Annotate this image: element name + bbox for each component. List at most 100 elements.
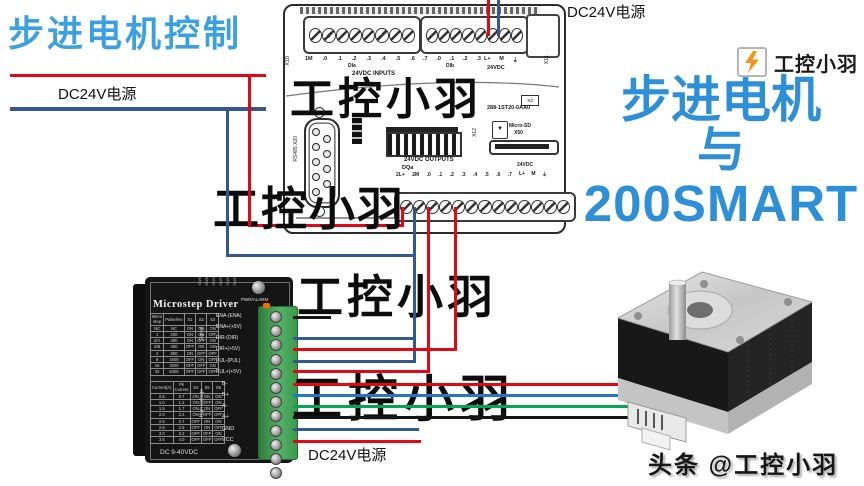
terminal-screw [270,424,282,437]
list-item: L+ [519,171,525,177]
wire-2M-common-drop [413,207,416,363]
headline-line1: 步进电机 [621,72,821,128]
driver-alarm-led [263,303,270,308]
page-title: 步进电机控制 [8,13,243,54]
driver-pwr-alarm-label: PWR/ALARM [241,297,269,302]
plc-rs485-label: RS485 X20 [293,136,299,162]
list-item: .1 [438,172,443,178]
microsd-card-icon: ▼ [492,121,508,139]
list-item: .3 [366,56,372,62]
plc-top-vent [300,7,540,14]
list-item: ⏚ [512,58,518,64]
list-item: .0 [426,172,431,178]
wire-dir-minus [293,337,416,340]
wire-2Lplus-riser [401,207,404,226]
terminal-screw [348,27,362,43]
wire-motor-a-minus [293,405,644,408]
list-item: .0 [436,56,441,62]
terminal-screw [543,200,557,214]
terminal-screw [388,27,402,43]
terminal-screw [465,200,479,214]
terminal-screw [462,27,475,43]
list-item: .2 [351,56,357,62]
list-item: .6 [410,56,415,62]
terminal-screw [401,27,415,43]
microsd-slot-opening [495,144,549,149]
terminal-screw [362,27,376,43]
plc-di-terminal-strip-b [420,16,529,54]
wire-24v-plus-drop [248,74,251,227]
list-item: SW1 [232,277,237,286]
wire-24v-minus-bus [10,107,266,111]
terminal-screw [530,200,544,214]
wire-24v-minus-drop [226,107,229,257]
terminal-screw [438,27,451,43]
plc-expansion-comb [386,132,462,157]
terminal-screw [335,27,349,43]
wire-driver-gnd [293,428,419,431]
terminal-screw [270,353,282,366]
terminal-screw [478,200,492,214]
plc-x10-label: X10 [285,56,291,66]
list-item: 2M [412,172,420,178]
list-item: L+ [484,56,491,62]
wire-q00-pulse-drop [427,207,430,373]
list-item: PUL-(PUL) [216,357,241,364]
headline-block: 步进电机 与 200SMART [578,74,864,231]
list-item: B- [222,381,228,387]
list-item: A- [222,403,228,410]
terminal-screw [309,27,323,43]
terminal-screw [270,325,282,338]
brand-logo-text: 工控小羽 [774,53,858,76]
plc-output-terminal-labels: 2L+2M.0.1.2.3.4.5.6.7 [396,172,512,178]
list-item: .2 [463,56,468,62]
list-item: .5 [484,172,489,178]
plc-output-power-voltage: 24VDC [517,162,534,168]
wire-motor-b-plus [293,394,646,397]
terminal-screw [510,27,523,43]
terminal-screw [375,27,389,43]
wire-driver-vcc [293,440,421,443]
list-item: 1M [305,56,313,62]
wire-24v-plus-to-2L [248,224,404,227]
list-item: .0 [322,56,328,62]
terminal-screw [517,200,531,214]
terminal-screw [498,27,511,43]
plc-model-box: X3 [521,95,539,106]
wire-pul-minus [293,360,416,363]
list-item: .5 [395,56,401,62]
plc-input-power-labels: L+ M ⏚ [484,56,518,64]
plc-di-a-group: DIa [348,63,356,69]
plc-input-power-voltage: 24VDC [487,65,505,71]
lightning-bolt-icon [737,47,767,77]
psu-label-bottom: DC24V电源 [308,447,387,464]
stepper-motor [616,271,814,451]
terminal-screw [426,27,439,43]
wire-cpu-M-feed [497,0,500,36]
terminal-screw [450,27,463,43]
plc-di-a-labels: 1M.0.1.2.3.4.5.6 [305,56,415,62]
list-item: M [499,56,504,62]
list-item: SW4 [211,277,216,286]
list-item: .7 [507,172,512,178]
terminal-screw [270,396,282,409]
wire-ena-minus [293,316,331,319]
list-item: .2 [449,172,454,178]
microsd-label: Micro-SD [509,123,531,129]
wire-q02-direction-drop [454,207,457,351]
terminal-screw [322,27,336,43]
wire-dir-plus [293,348,457,351]
list-item: VCC [222,436,234,443]
terminal-screw [474,27,487,43]
driver-screw-top [252,281,265,294]
plc-output-terminal-strip [394,192,576,222]
psu-label-left: DC24V电源 [58,86,137,103]
list-item: SW3 [218,277,223,286]
list-item: M [531,171,536,177]
driver-hv-group-label: High Voltage [199,389,205,418]
plc-outputs-caption: 24VDC OUTPUTS [404,157,454,163]
list-item: .3 [476,56,481,62]
list-item: SW5 [204,277,209,286]
